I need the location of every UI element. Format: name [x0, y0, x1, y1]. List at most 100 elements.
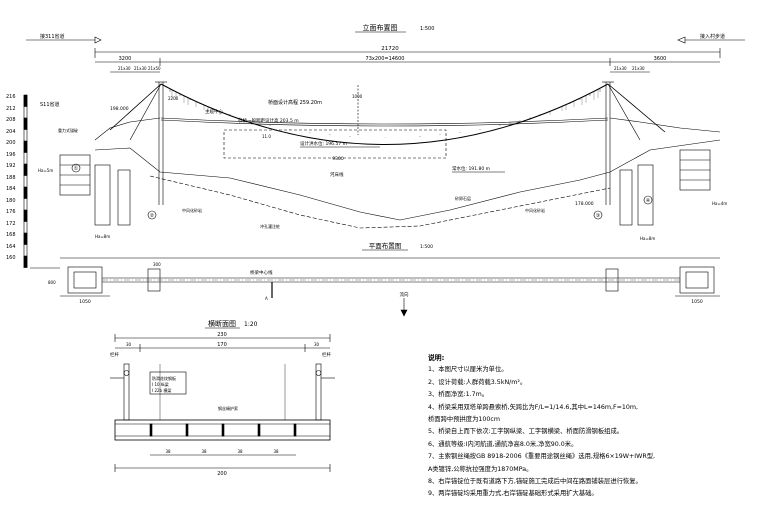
plan-right-tower [605, 268, 619, 292]
section-bottom-width: 200 [217, 471, 227, 477]
right-tower [602, 81, 614, 205]
section-right-railing [315, 363, 335, 421]
note-item: 3、桥面净宽:1.7m。 [428, 391, 489, 399]
note-item: 桥面跨中预拱度为100cm [428, 416, 500, 424]
pier-3-marker: ③ [596, 213, 600, 219]
elev-tick-172: 172 [6, 221, 16, 227]
pier-1-marker: ① [74, 166, 79, 172]
anchor-label-left: 重力式锚碇 [58, 127, 78, 133]
plan-center-label: 桥梁中心线 [250, 269, 273, 276]
tower-height-mark: 2200 [168, 96, 179, 101]
deck-label-2: I 10 纵梁 [152, 381, 169, 387]
left-direction-label: 接311省道 [40, 33, 65, 40]
plan-title: 平面布置图 [369, 241, 402, 250]
left-sub-dim-2: 21x30 [134, 66, 147, 71]
navigation-clearance-box [223, 129, 447, 159]
elevation-scale: 1:500 [420, 26, 434, 32]
plan-deck [102, 277, 680, 283]
right-direction-label: 接入村步道 [700, 33, 725, 40]
soil-label: 砂卵石层 [455, 195, 471, 201]
section-left-railing [110, 363, 130, 421]
plan-left-anchor [30, 266, 103, 294]
pier-2-marker: ② [150, 213, 155, 219]
left-tower-base-elev: 198.000 [110, 106, 129, 112]
elev-tick-180: 180 [6, 198, 16, 204]
notes-heading: 说明: [428, 354, 445, 362]
hanger-array [171, 90, 599, 125]
bridge-deck [160, 117, 609, 125]
elev-tick-204: 204 [6, 129, 16, 135]
deck-label-3: I 22b 横梁 [152, 387, 171, 393]
right-abutment [619, 149, 711, 226]
section-overall-width: 230 [217, 332, 227, 338]
left-sub-dim-3: 21x50 [148, 66, 161, 71]
section-right-label: 栏杆 [322, 351, 331, 358]
rock-label-right: 中风化砂岩 [525, 207, 545, 213]
pile-mark-4: Ha=4m [712, 201, 727, 206]
elev-tick-176: 176 [6, 209, 16, 215]
right-side-span: 3600 [654, 56, 667, 62]
section-cable-label: 钢丝绳护索 [218, 405, 238, 411]
rock-label-left: 中风化砂岩 [182, 207, 202, 213]
note-item: 8、右岸锚锭位于既有道路下方,锚碇施工完成后中间在路面铺装层进行恢复。 [428, 478, 642, 486]
low-water-level: 常水位: 191.80 m [452, 165, 490, 172]
pile-label: 冲孔灌注桩 [260, 223, 280, 229]
water-depth: 11.0 [262, 134, 271, 139]
section-scale: 1:20 [244, 321, 258, 328]
plan-deck-width: 300 [153, 262, 161, 267]
plan-right-width: 1050 [691, 299, 703, 305]
section-inner-width: 170 [217, 342, 227, 348]
anchor-elevation: 引桥一般跨距设计高 203.5 m [238, 117, 299, 124]
right-sub-dim-1: 21x30 [614, 66, 627, 71]
riverbed-label: 河床线 [330, 171, 344, 178]
pile-mark-2: Ha=8m [95, 234, 110, 239]
main-span: 73x200=14600 [366, 56, 405, 62]
deck-design-elevation: 桥面设计高程 259.20m [268, 99, 322, 106]
elev-tick-192: 192 [6, 163, 16, 169]
right-sub-dim-2: 21x30 [632, 66, 645, 71]
elev-tick-208: 208 [6, 117, 16, 123]
cable-label: 主缆中心 [205, 108, 223, 115]
left-tower [155, 81, 167, 205]
elev-tick-216: 216 [6, 94, 16, 100]
note-item: 9、两岸锚碇均采用重力式,右岸锚碇基础形式采用扩大基础。 [428, 490, 598, 498]
section-bottom-dim-4: 38 [273, 449, 279, 454]
left-abutment [59, 154, 131, 226]
section-left-label: 栏杆 [110, 351, 119, 358]
elev-tick-212: 212 [6, 106, 16, 112]
section-side-dim-left: 30 [126, 342, 132, 347]
elev-tick-160: 160 [6, 255, 16, 261]
elev-tick-200: 200 [6, 140, 16, 146]
note-item: 5、桥梁自上而下依次:工字钢纵梁、工字钢横梁、桥面防滑钢板组成。 [428, 428, 624, 436]
section-side-dim-right: 30 [314, 342, 320, 347]
left-sub-dim-1: 21x30 [118, 66, 131, 71]
design-notes: 说明: 1、本图尺寸以厘米为单位。 2、设计荷载:人群荷载3.5kN/m²。 3… [428, 352, 748, 501]
elev-tick-164: 164 [6, 244, 16, 250]
section-mark-left: A [265, 296, 268, 301]
elevation-title: 立面布置图 [363, 23, 398, 32]
normal-water-level: 设计洪水位: 196.57 m [300, 140, 347, 147]
elevation-scale-bar [23, 94, 28, 268]
hangers [169, 89, 601, 138]
river-width: 9300 [332, 156, 344, 162]
plan-scale: 1:500 [420, 244, 433, 250]
section-title: 横断面图 [208, 319, 236, 328]
note-item: 4、桥梁采用双塔单跨悬索桥,矢跨比为F/L=1/14.6,其中L=146m,F=… [428, 403, 639, 411]
section-bottom-dim-3: 38 [237, 449, 243, 454]
elev-tick-196: 196 [6, 152, 16, 158]
elev-tick-184: 184 [6, 186, 16, 192]
left-side-span: 3200 [119, 56, 132, 62]
pile-mark-3: Ha=8m [640, 236, 655, 241]
pier-4-marker: ④ [646, 198, 651, 204]
total-length: 21720 [381, 46, 399, 52]
note-item: A类镀锌,公称抗拉强度为1870MPa。 [428, 465, 533, 473]
right-approach [609, 117, 721, 133]
note-item: 1、本图尺寸以厘米为单位。 [428, 366, 508, 374]
deck-label-1: 防滑花纹钢板 [152, 375, 176, 381]
note-item: 2、设计荷载:人群荷载3.5kN/m²。 [428, 378, 527, 386]
elev-tick-188: 188 [6, 175, 16, 181]
section-deck [114, 419, 331, 441]
note-item: 7、主索钢丝绳按GB 8918-2006《重要用途钢丝绳》选用,规格6×19W+… [428, 453, 656, 461]
elev-tick-168: 168 [6, 232, 16, 238]
